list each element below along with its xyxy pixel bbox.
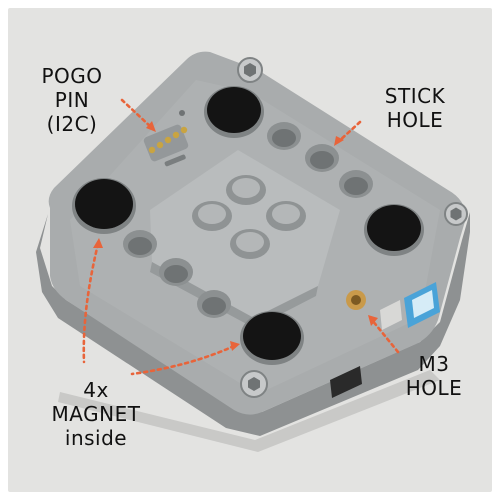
callout-magnet: 4x MAGNET inside <box>36 378 156 450</box>
callout-magnet-line2: MAGNET <box>51 402 141 426</box>
dotted-arrow-icon <box>82 98 400 376</box>
m3-brass-insert <box>346 290 366 310</box>
side-port <box>330 366 362 398</box>
callout-pogo-pin: POGO PIN (I2C) <box>30 64 114 136</box>
callout-stick-hole: STICK HOLE <box>370 84 460 132</box>
callout-stick-line2: HOLE <box>386 108 444 132</box>
module-shadow <box>58 370 440 452</box>
callout-m3-line1: M3 <box>418 352 450 376</box>
callout-m3-hole: M3 HOLE <box>394 352 474 400</box>
stick-holes <box>123 122 373 318</box>
callout-magnet-line3: inside <box>64 426 128 450</box>
arrow-heads <box>93 121 378 351</box>
side-connector <box>380 282 440 330</box>
callout-pogo-line1: POGO <box>41 64 103 88</box>
magnets <box>72 86 424 365</box>
callout-magnet-line1: 4x <box>83 378 109 402</box>
callout-pogo-line2: PIN <box>54 88 90 112</box>
lego-studs <box>192 175 306 259</box>
callout-pogo-line3: (I2C) <box>46 112 98 136</box>
callout-stick-line1: STICK <box>384 84 446 108</box>
callout-m3-line2: HOLE <box>405 376 463 400</box>
hex-screw-icon <box>237 57 468 398</box>
pogo-pins <box>143 110 189 167</box>
